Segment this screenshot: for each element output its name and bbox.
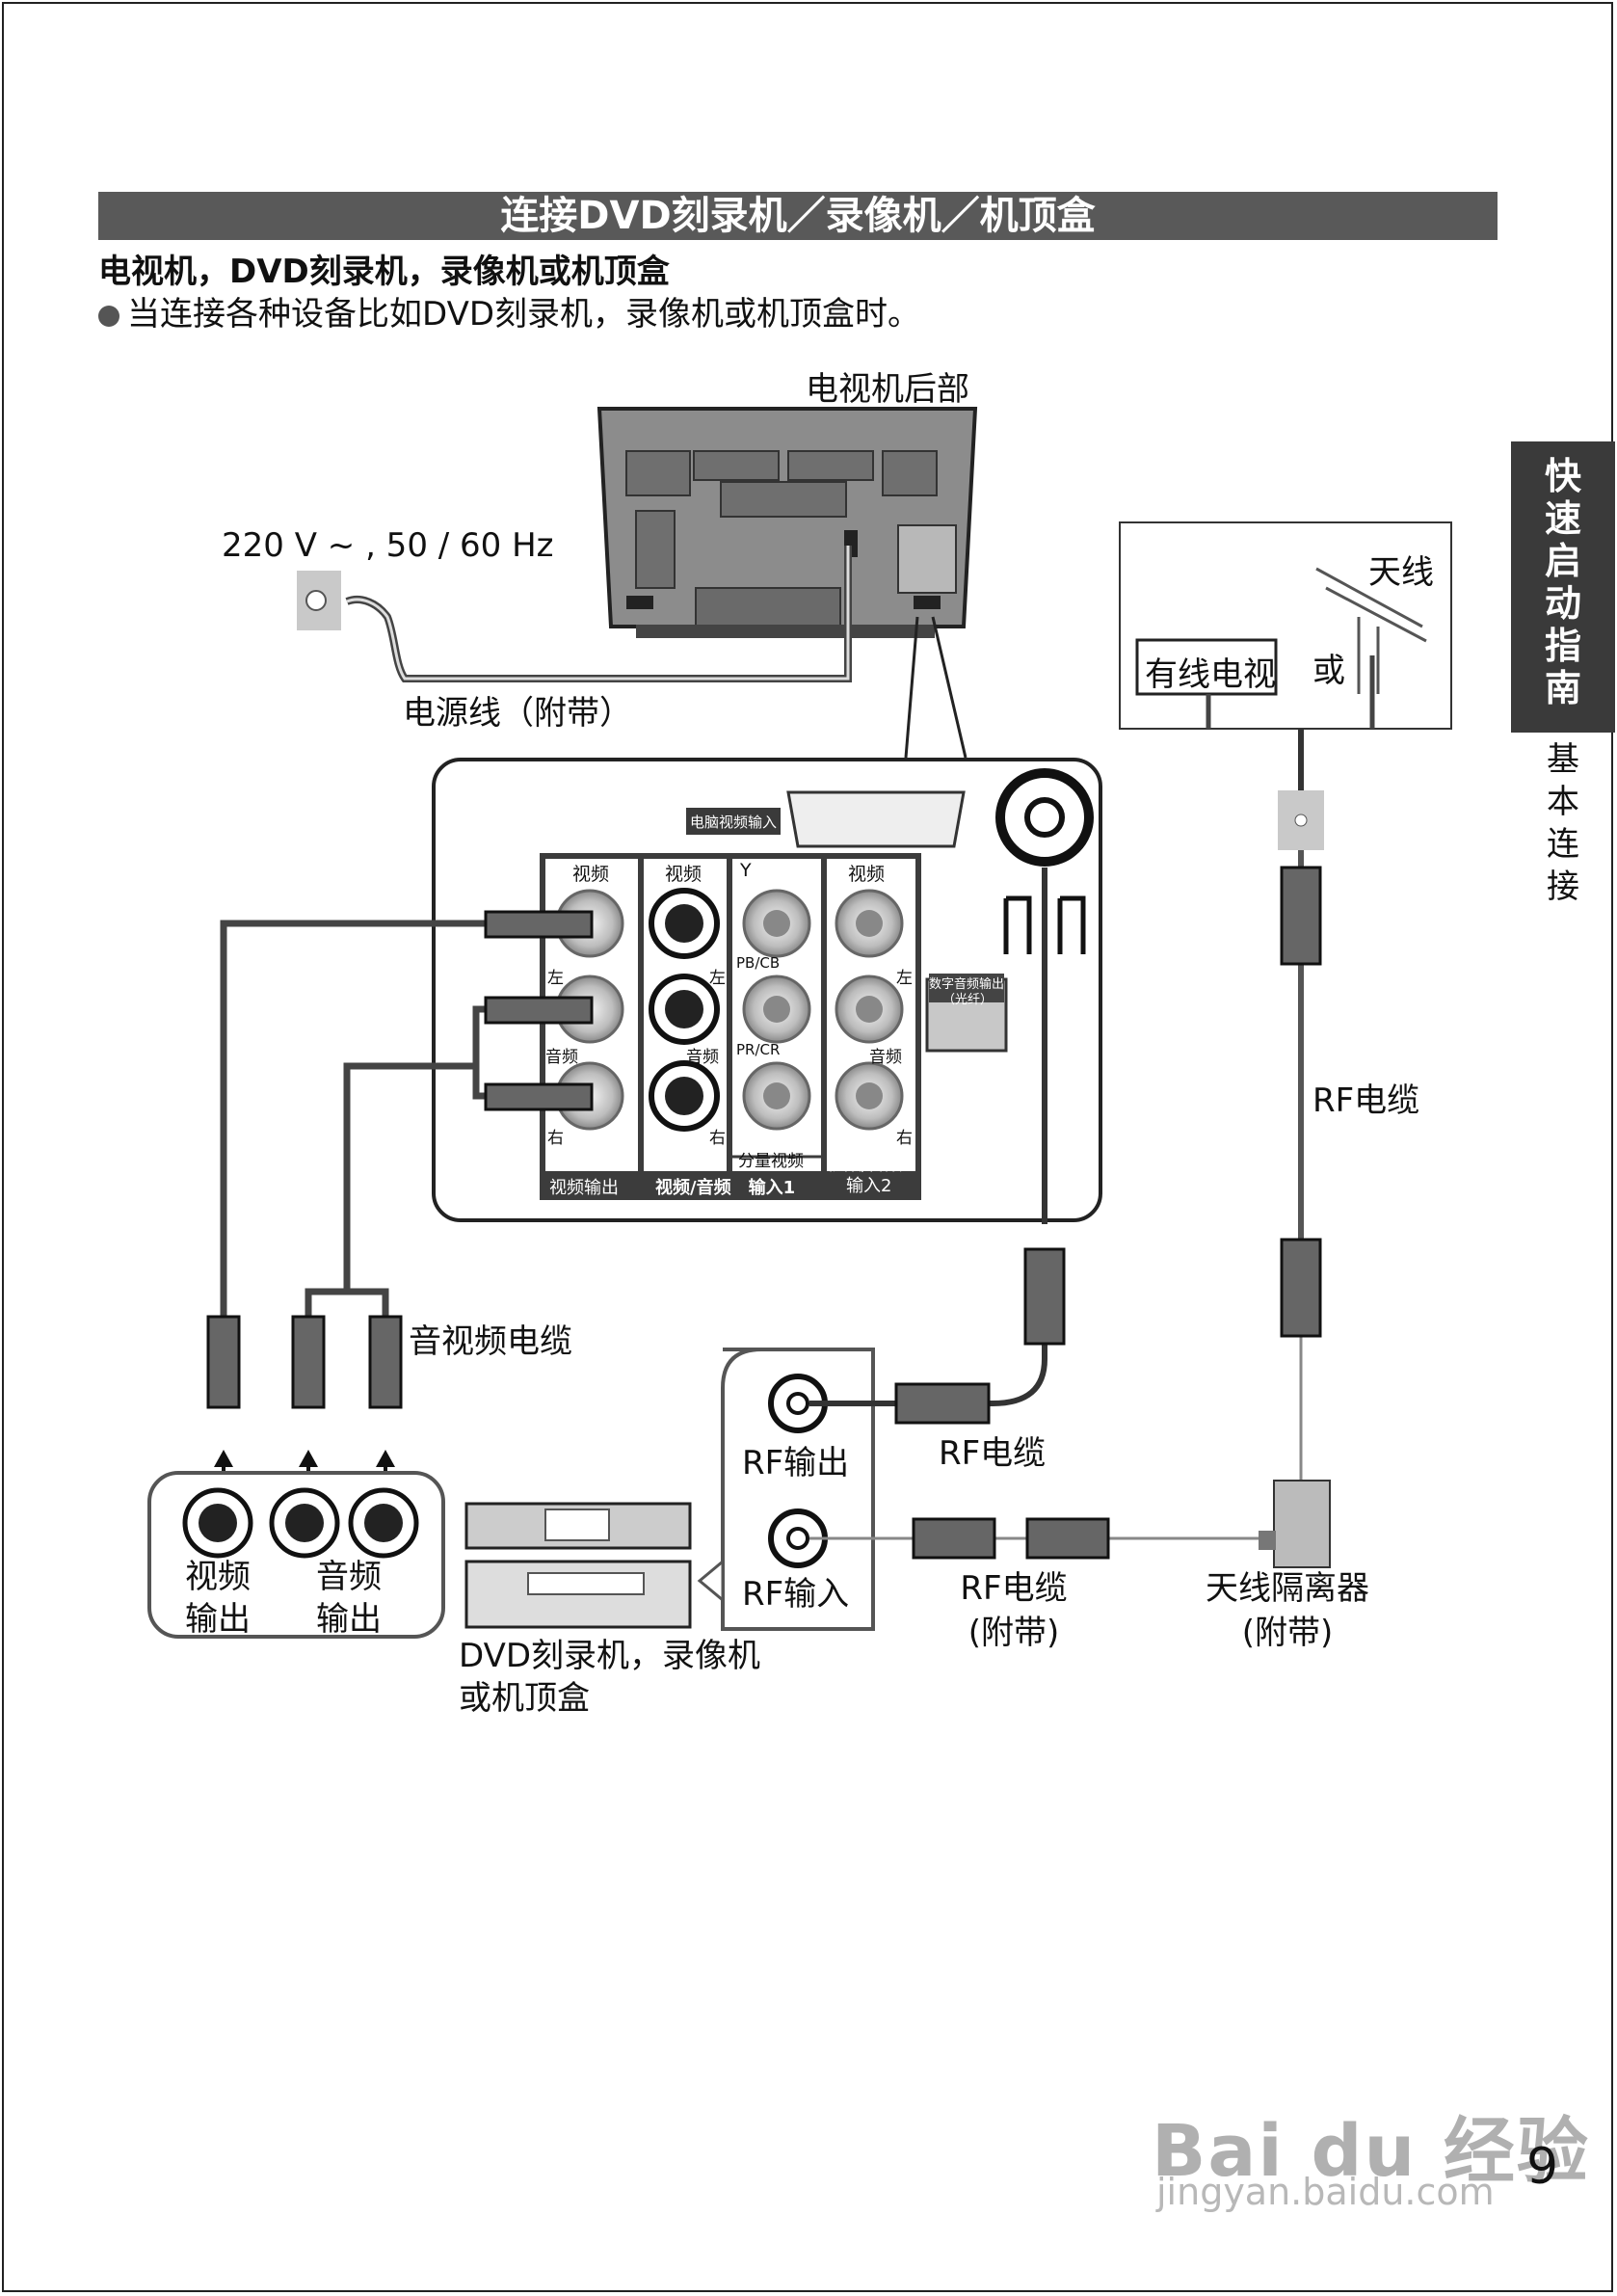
- panel-footer-video-out: 视频输出: [549, 1178, 619, 1198]
- panel-footer-in2: 输入2: [846, 1176, 892, 1196]
- side-tab-char: 指: [1544, 625, 1581, 667]
- panel-right-4: 右: [896, 1129, 913, 1148]
- rf-plugs: [894, 866, 1322, 1560]
- splitter-note: (附带): [1241, 1614, 1334, 1652]
- watermark-url: jingyan.baidu.com: [1156, 2171, 1495, 2213]
- page-number: 9: [1526, 2138, 1559, 2196]
- panel-audio-1: 音频: [545, 1048, 578, 1067]
- watermark-logo: Bai du 经验: [1152, 2110, 1590, 2193]
- side-sub-char: 基: [1547, 740, 1579, 779]
- audio-out-label-2: 输出: [316, 1600, 382, 1639]
- av-cable-label: 音视频电缆: [409, 1322, 572, 1361]
- rf-in-label: RF输入: [742, 1575, 850, 1614]
- splitter-illustration: [1273, 1480, 1331, 1568]
- panel-footer-av-in2: 视频/音频: [827, 1155, 903, 1175]
- rf-ports-box: [697, 1348, 875, 1631]
- side-sub-char: 接: [1547, 868, 1579, 906]
- side-sub-char: 连: [1547, 825, 1579, 864]
- power-cord-label: 电源线（附带）: [403, 694, 632, 733]
- rf-cable-mid-label: RF电缆: [939, 1434, 1047, 1473]
- panel-col-video-1: 视频: [572, 864, 610, 885]
- device-output-box: [147, 1471, 445, 1639]
- side-tab-char: 动: [1544, 582, 1581, 625]
- recorder-devices: [464, 1502, 692, 1629]
- video-out-label-2: 输出: [185, 1600, 251, 1639]
- panel-col-video-4: 视频: [848, 864, 886, 885]
- bullet-text: 当连接各种设备比如DVD刻录机，录像机或机顶盒时。: [127, 295, 921, 334]
- audio-out-label-1: 音频: [316, 1558, 382, 1596]
- panel-pb-cb: PB/CB: [736, 954, 781, 972]
- power-spec-label: 220 V ~ , 50 / 60 Hz: [222, 526, 554, 565]
- rf-cable-supplied-note: (附带): [968, 1614, 1060, 1652]
- device-label-2: 或机顶盒: [459, 1679, 590, 1718]
- cable-tv-label: 有线电视: [1145, 655, 1276, 694]
- panel-audio-4: 音频: [869, 1048, 902, 1067]
- panel-left-2: 左: [709, 969, 726, 988]
- section-title: 连接DVD刻录机／录像机／机顶盒: [98, 192, 1498, 240]
- side-tab-basic-connection: 基 本 连 接: [1511, 738, 1615, 908]
- tv-back-label: 电视机后部: [806, 370, 969, 409]
- panel-left-4: 左: [896, 969, 913, 988]
- tv-rear-illustration: [596, 407, 978, 638]
- pc-input-label: 电脑视频输入: [690, 814, 778, 831]
- side-tab-char: 南: [1544, 667, 1581, 709]
- antenna-label: 天线: [1368, 553, 1434, 592]
- panel-right-1: 右: [547, 1129, 564, 1148]
- bullet-note: 当连接各种设备比如DVD刻录机，录像机或机顶盒时。: [98, 287, 920, 334]
- digital-audio-optical-label: （光纤）: [942, 993, 994, 1007]
- panel-right-2: 右: [709, 1129, 726, 1148]
- panel-pr-cr: PR/CR: [736, 1041, 781, 1058]
- video-out-label-1: 视频: [185, 1558, 251, 1596]
- side-tab-char: 启: [1544, 540, 1581, 582]
- or-label: 或: [1312, 652, 1345, 690]
- power-outlet-illustration: [297, 546, 852, 682]
- panel-audio-2: 音频: [686, 1048, 719, 1067]
- panel-footer-av-in1: 视频/音频 输入1: [655, 1178, 796, 1198]
- side-tab-quick-start: 快 速 启 动 指 南: [1511, 441, 1615, 733]
- rca-plugs: [206, 910, 594, 1409]
- bullet-dot-icon: [98, 306, 119, 327]
- side-sub-char: 本: [1547, 783, 1579, 821]
- panel-col-video-2: 视频: [665, 864, 702, 885]
- subtitle: 电视机，DVD刻录机，录像机或机顶盒: [98, 253, 670, 291]
- antenna-box: [1119, 521, 1452, 730]
- panel-component: 分量视频: [738, 1152, 804, 1171]
- side-tab-char: 速: [1544, 497, 1581, 540]
- panel-left-1: 左: [547, 969, 564, 988]
- connection-panel: [432, 758, 1102, 1222]
- splitter-label: 天线隔离器: [1206, 1569, 1369, 1608]
- device-label-1: DVD刻录机，录像机: [459, 1637, 761, 1675]
- rf-cable-supplied-label: RF电缆: [960, 1569, 1068, 1608]
- panel-col-y: Y: [740, 860, 752, 881]
- digital-audio-out-label: 数字音频输出: [929, 977, 1005, 992]
- rf-cable-right-label: RF电缆: [1312, 1081, 1420, 1120]
- rf-out-label: RF输出: [742, 1444, 850, 1482]
- side-tab-char: 快: [1544, 455, 1581, 497]
